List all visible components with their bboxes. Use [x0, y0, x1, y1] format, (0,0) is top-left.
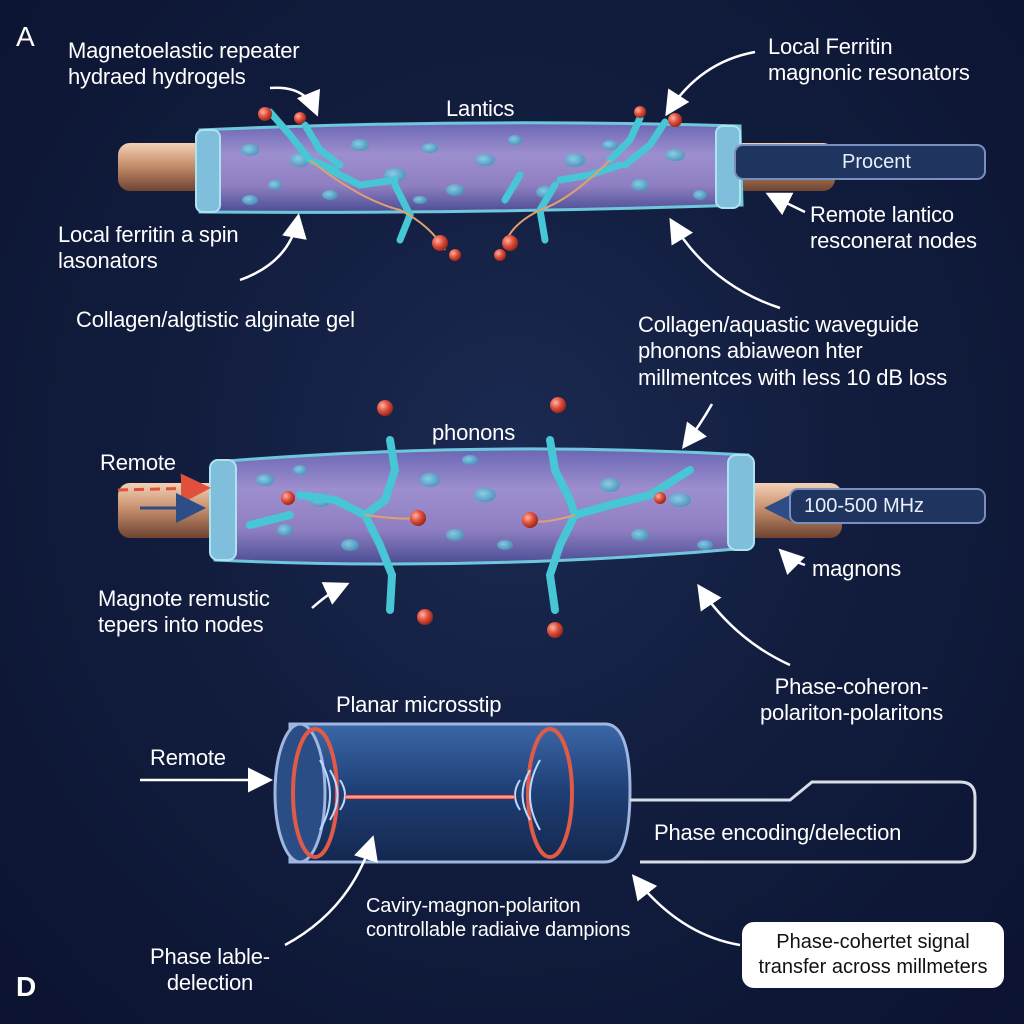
callout-collagen-alginate: Collagen/algtistic alginate gel: [76, 307, 355, 332]
waveguide-2: [117, 397, 986, 638]
planar-microstrip-title: Planar microsstip: [336, 692, 502, 717]
waveguide-2-left-collar: [209, 459, 237, 561]
callout-arrows: [140, 50, 806, 947]
procent-box-label: Procent: [842, 151, 911, 173]
waveguide-1: [118, 106, 986, 261]
waveguide-2-gel: [213, 447, 750, 566]
waveguide-2-bubbles: [256, 455, 713, 551]
freq-box-frame: [789, 488, 986, 524]
panel-label-a: A: [16, 21, 35, 52]
waveguide-1-bubbles: [241, 135, 707, 205]
waveguide-1-left-collar: [195, 129, 221, 213]
remote-label-3: Remote: [150, 745, 226, 770]
panel-label-d: D: [16, 971, 37, 1002]
cavity-left-end: [273, 722, 327, 864]
encoding-box-label: Phase encoding/delection: [654, 820, 902, 845]
waveguide-1-gel: [198, 121, 744, 214]
phonons-title: phonons: [432, 420, 516, 445]
freq-box-label: 100-500 MHz: [804, 495, 925, 517]
procent-box-frame: [734, 144, 986, 180]
callout-phase-coheron: Phase-coheron-polariton-polaritons: [760, 674, 944, 726]
phase-lable-label: Phase lable-delection: [150, 944, 270, 996]
waveguide-1-linkers: [309, 159, 611, 251]
callout-magnons: magnons: [812, 556, 902, 581]
cavity-right-mirror: [526, 727, 574, 859]
cavity-body: [288, 722, 632, 864]
cavity: [273, 722, 977, 864]
waveguide-2-right-collar: [727, 454, 755, 551]
lantics-title: Lantics: [446, 96, 515, 121]
waveguide-1-nodes: [258, 106, 682, 261]
remote-input-arrow-red: [117, 473, 211, 504]
waveguide-2-nodes: [281, 397, 666, 638]
encoding-box-frame: [630, 780, 977, 864]
remote-label-2: Remote: [100, 450, 176, 475]
waveguide-2-molecules: [246, 436, 694, 614]
